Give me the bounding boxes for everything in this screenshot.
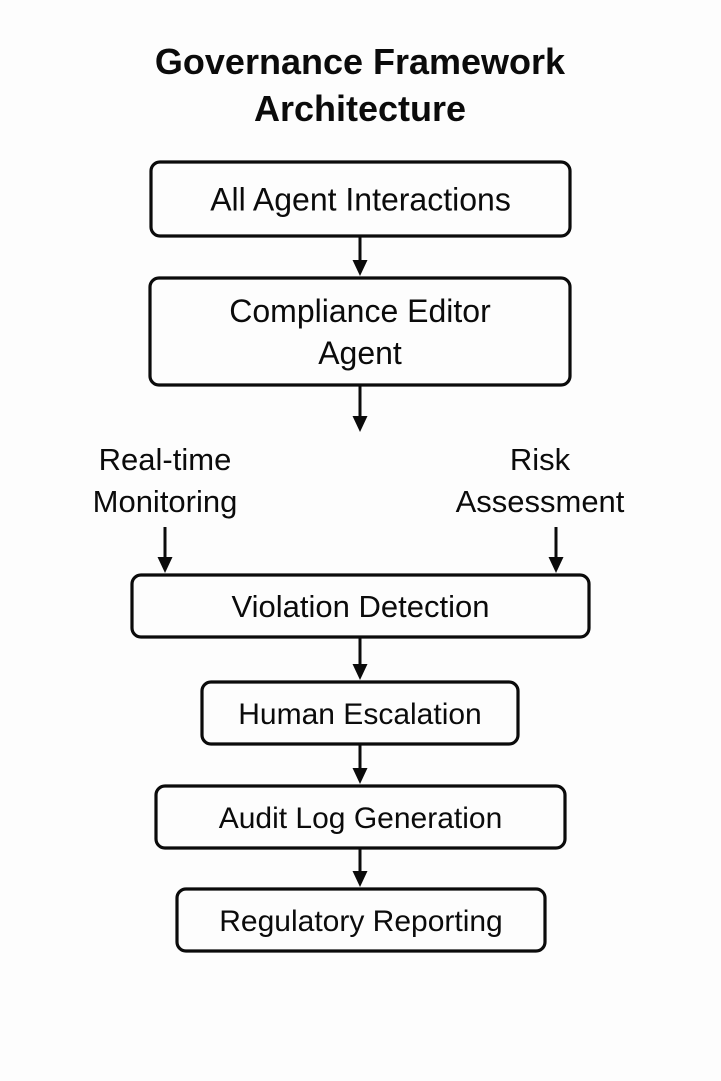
node-audit-log-generation-label-line-1: Audit Log Generation — [219, 802, 503, 835]
node-audit-log-generation[interactable]: Audit Log Generation — [154, 784, 567, 850]
node-human-escalation-label-line-1: Human Escalation — [238, 698, 481, 731]
node-audit-log-generation-box[interactable] — [154, 784, 567, 850]
node-all-agent-interactions-box[interactable] — [149, 160, 572, 238]
edge-escalation-to-audit — [352, 744, 368, 784]
node-violation-detection-label-line-1: Violation Detection — [232, 589, 490, 624]
side-arrow-real-time-monitoring-arrowhead — [157, 557, 173, 573]
diagram-title-line-2: Architecture — [254, 88, 466, 129]
side-label-real-time-monitoring-line-2: Monitoring — [93, 484, 238, 519]
node-regulatory-reporting-box[interactable] — [175, 887, 547, 953]
node-regulatory-reporting[interactable]: Regulatory Reporting — [175, 887, 547, 953]
side-arrow-risk-assessment-arrowhead — [548, 557, 564, 573]
edge-layer — [352, 236, 368, 887]
node-human-escalation-box[interactable] — [200, 680, 520, 746]
edge-compliance-to-detection-arrowhead — [352, 416, 368, 432]
node-compliance-editor-agent-box[interactable] — [148, 276, 572, 387]
node-compliance-editor-agent-label-line-2: Agent — [318, 335, 402, 371]
diagram-title-line-1: Governance Framework — [155, 41, 566, 82]
side-label-real-time-monitoring-line-1: Real-time — [99, 442, 232, 477]
edge-audit-to-reporting-arrowhead — [352, 871, 368, 887]
edge-compliance-to-detection — [352, 385, 368, 432]
node-violation-detection-box[interactable] — [130, 573, 591, 639]
edge-interactions-to-compliance-arrowhead — [352, 260, 368, 276]
node-violation-detection[interactable]: Violation Detection — [130, 573, 591, 639]
side-label-risk-assessment-line-1: Risk — [510, 442, 571, 477]
node-human-escalation[interactable]: Human Escalation — [200, 680, 520, 746]
edge-escalation-to-audit-arrowhead — [352, 768, 368, 784]
node-regulatory-reporting-label-line-1: Regulatory Reporting — [219, 905, 503, 938]
node-compliance-editor-agent-label-line-1: Compliance Editor — [229, 293, 491, 329]
side-label-risk-assessment-line-2: Assessment — [456, 484, 625, 519]
edge-audit-to-reporting — [352, 848, 368, 887]
node-all-agent-interactions-label-line-1: All Agent Interactions — [210, 182, 511, 218]
node-all-agent-interactions[interactable]: All Agent Interactions — [149, 160, 572, 238]
edge-interactions-to-compliance — [352, 236, 368, 276]
edge-detection-to-escalation — [352, 637, 368, 680]
edge-detection-to-escalation-arrowhead — [352, 664, 368, 680]
